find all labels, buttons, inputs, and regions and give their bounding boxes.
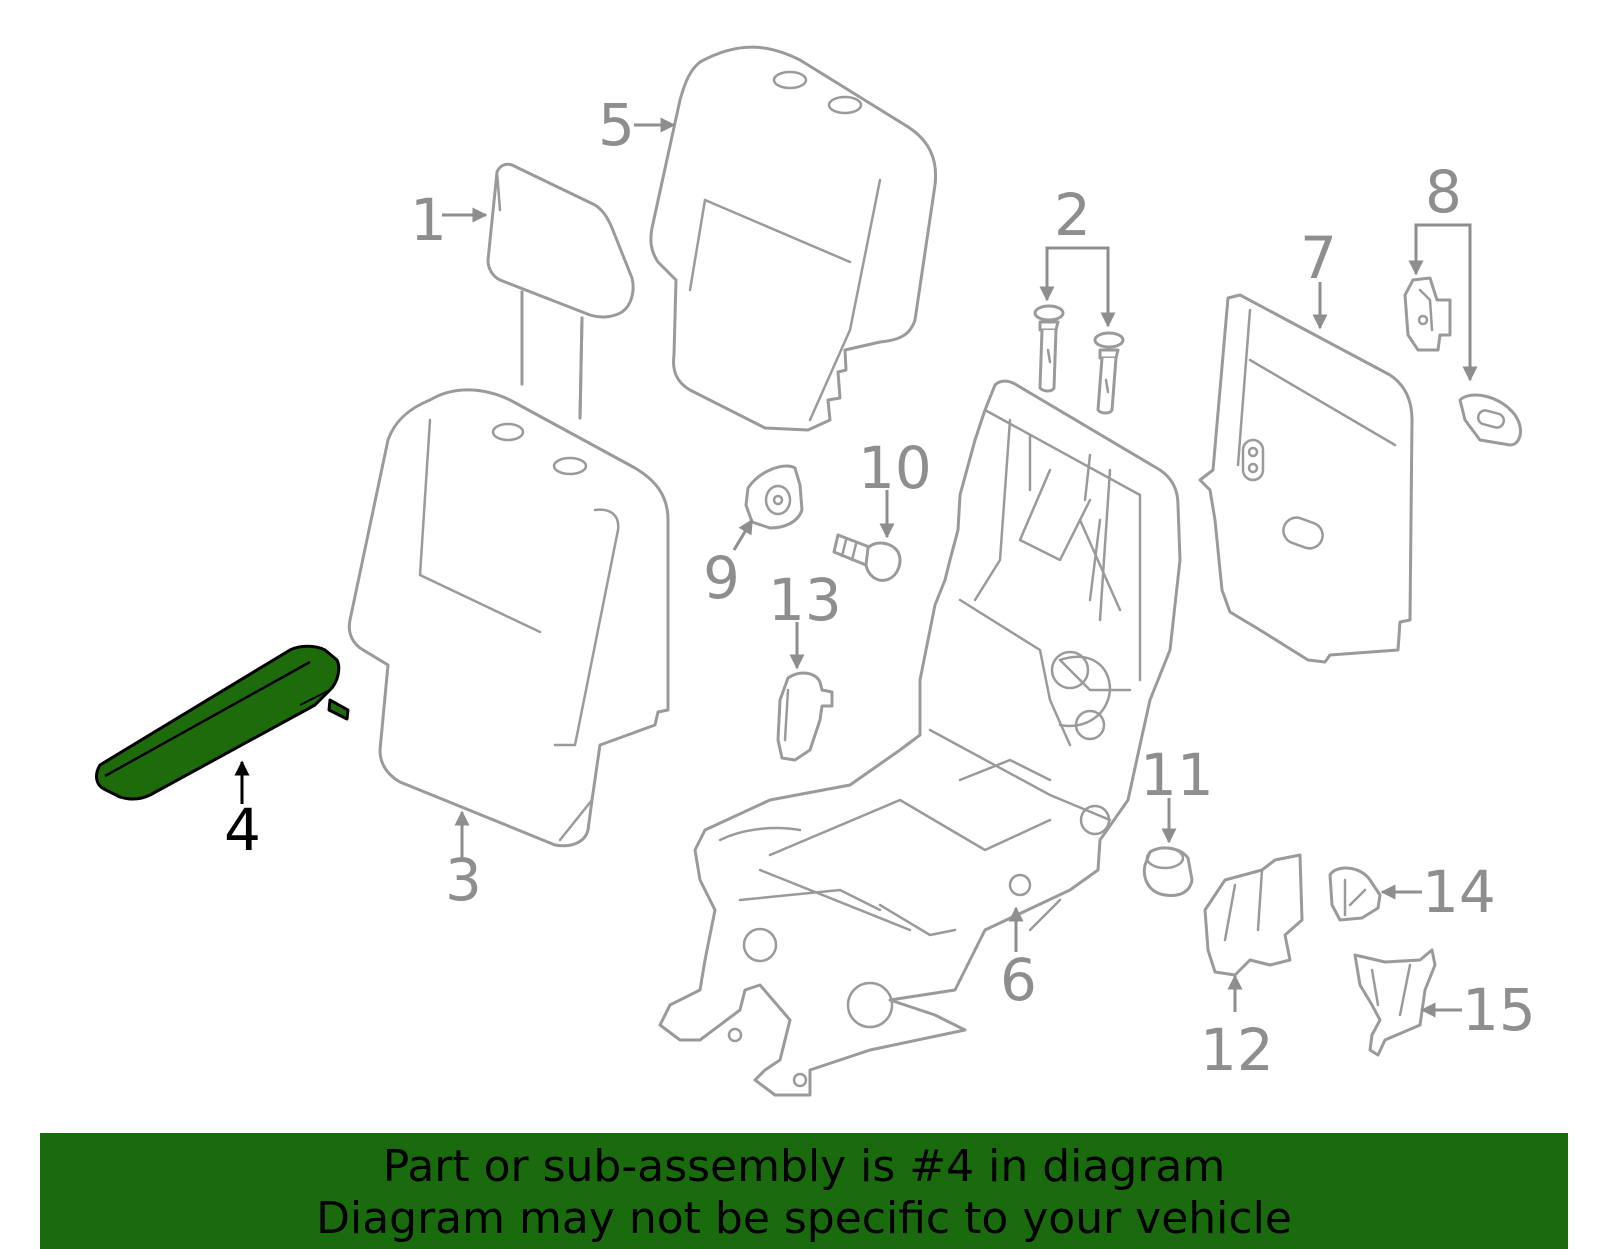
part-12-side-cover[interactable]: [1203, 853, 1304, 977]
part-15-bracket[interactable]: [1353, 948, 1437, 1057]
callout-10: 10: [858, 434, 932, 502]
part-1-headrest[interactable]: [486, 162, 635, 420]
part-4-armrest[interactable]: [95, 644, 350, 801]
part-14-cap[interactable]: [1328, 866, 1382, 922]
banner-line-part-number: Part or sub-assembly is #4 in diagram: [382, 1141, 1226, 1192]
part-11-plug[interactable]: [1142, 846, 1194, 897]
callout-2: 2: [1054, 181, 1091, 249]
callout-13: 13: [768, 566, 842, 634]
callout-9: 9: [703, 544, 740, 612]
part-6-seat-frame[interactable]: [658, 379, 1182, 1097]
leader-lines: [234, 117, 1478, 1018]
callout-14: 14: [1422, 858, 1496, 926]
callout-12: 12: [1200, 1016, 1274, 1084]
part-8-latch-covers[interactable]: [1403, 276, 1522, 447]
part-5-seat-back-cover[interactable]: [649, 45, 938, 432]
callout-7: 7: [1300, 224, 1337, 292]
banner-line-disclaimer: Diagram may not be specific to your vehi…: [316, 1193, 1292, 1244]
callout-4: 4: [224, 796, 261, 864]
part-10-bolt[interactable]: [832, 533, 902, 582]
callout-5: 5: [598, 91, 635, 159]
part-9-cap[interactable]: [744, 464, 804, 530]
part-2-bolts[interactable]: [1033, 304, 1125, 415]
part-13-clip[interactable]: [776, 671, 834, 762]
callout-labels: 1 2 3 4 5 6 7 8 9 10 11 12 13 14 15: [224, 91, 1536, 1084]
callout-8: 8: [1425, 158, 1462, 226]
info-banner: Part or sub-assembly is #4 in diagram Di…: [40, 1133, 1568, 1249]
part-7-back-panel[interactable]: [1198, 293, 1414, 664]
callout-1: 1: [410, 186, 447, 254]
callout-11: 11: [1140, 741, 1214, 809]
callout-6: 6: [1000, 946, 1037, 1014]
part-3-seat-back[interactable]: [347, 388, 670, 848]
callout-3: 3: [445, 846, 482, 914]
callout-15: 15: [1462, 976, 1536, 1044]
